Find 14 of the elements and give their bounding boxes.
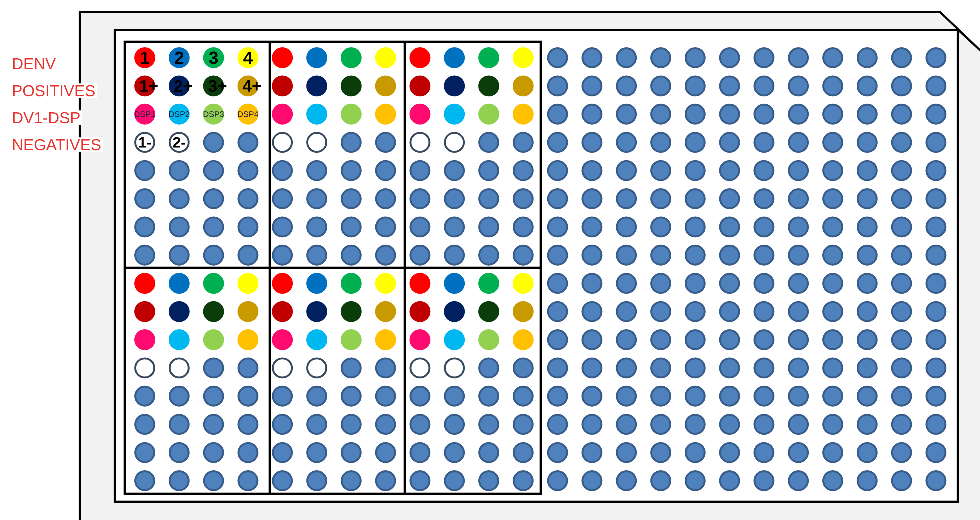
row-label: POSITIVES [10,84,98,98]
row-label: NEGATIVES [10,138,104,152]
row-label: DENV [10,56,58,72]
well-label: 1 [141,52,150,64]
well-label: DSP4 [238,112,259,118]
well-label: DSP1 [135,112,156,118]
row-label: DV1-DSP [10,110,82,126]
well-label: 1- [139,137,152,148]
well-label: 3 [209,52,218,64]
well-label: DSP3 [204,112,224,118]
well-label: 2 [175,52,184,64]
well-label: DSP2 [170,112,190,118]
well-label: 2- [173,137,186,148]
well-label: 4 [244,52,253,64]
